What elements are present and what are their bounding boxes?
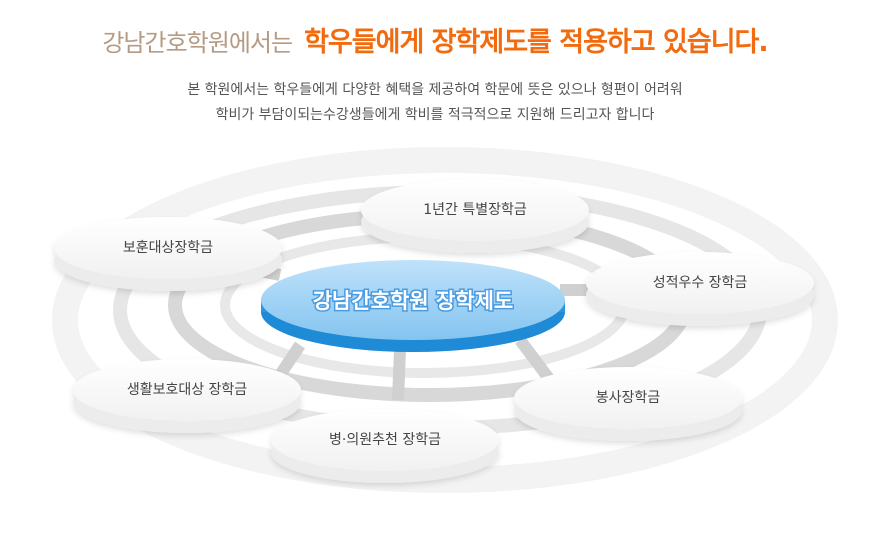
center-label: 강남간호학원 장학제도 <box>313 289 514 313</box>
disc-top <box>271 409 499 471</box>
intro-line-2: 학비가 부담이되는수강생들에게 학비를 적극적으로 지원해 드리고자 합니다 <box>215 107 655 123</box>
disc-top <box>73 359 301 421</box>
disc-top <box>514 367 742 429</box>
item-basic-livelihood: 생활보호대상 장학금 <box>73 359 301 433</box>
title-prefix: 강남간호학원에서는 <box>102 29 293 57</box>
item-label: 봉사장학금 <box>596 390 661 406</box>
item-label: 성적우수 장학금 <box>653 275 748 291</box>
item-label: 생활보호대상 장학금 <box>127 382 247 398</box>
page-title: 강남간호학원에서는 학우들에게 장학제도를 적용하고 있습니다. <box>0 20 870 59</box>
item-label: 병·의원추천 장학금 <box>329 432 441 448</box>
intro-line-1: 본 학원에서는 학우들에게 다양한 혜택을 제공하여 학문에 뜻은 있으나 형편… <box>187 82 683 98</box>
item-volunteer: 봉사장학금 <box>514 367 742 441</box>
item-hospital-recommendation: 병·의원추천 장학금 <box>271 409 499 483</box>
disc-top <box>586 252 814 314</box>
disc-top <box>361 179 589 241</box>
disc-top <box>54 217 282 279</box>
item-academic-excellence: 성적우수 장학금 <box>586 252 814 326</box>
item-one-year-special: 1년간 특별장학금 <box>361 179 589 253</box>
item-veterans: 보훈대상장학금 <box>54 217 282 291</box>
item-label: 1년간 특별장학금 <box>423 202 527 218</box>
center-disc: 강남간호학원 장학제도 <box>261 260 565 352</box>
intro-text: 본 학원에서는 학우들에게 다양한 혜택을 제공하여 학문에 뜻은 있으나 형편… <box>0 78 870 128</box>
item-label: 보훈대상장학금 <box>123 240 213 256</box>
title-emphasis: 학우들에게 장학제도를 적용하고 있습니다. <box>304 27 769 58</box>
